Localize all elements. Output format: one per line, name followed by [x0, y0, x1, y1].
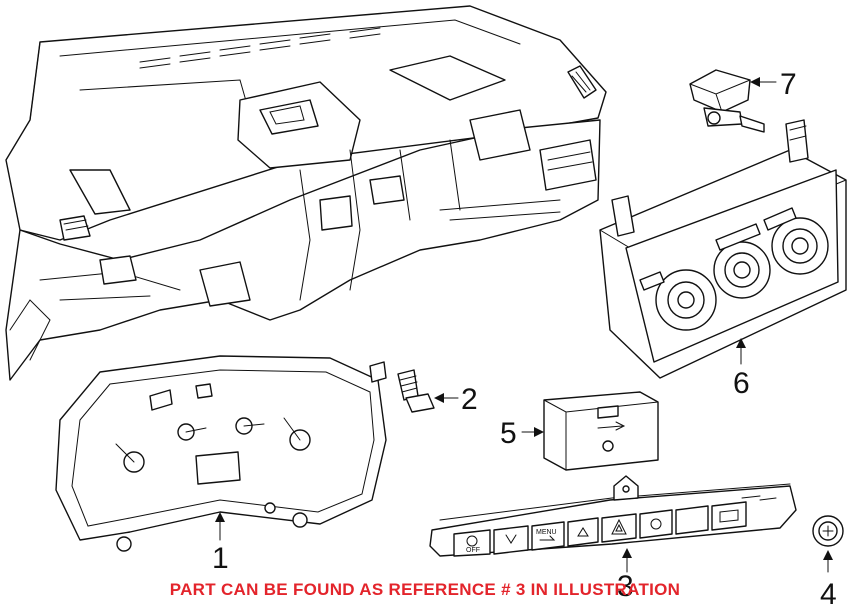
- part-7-sensor: [689, 69, 765, 133]
- part-4-cap: [812, 515, 844, 547]
- callout-1: 1: [212, 542, 229, 575]
- part-1-instrument-cluster: [55, 355, 387, 552]
- part-6-climate-control: [599, 119, 847, 379]
- callout-6: 6: [733, 367, 750, 400]
- menu-button-label: MENU: [536, 529, 557, 536]
- leader-7: [750, 77, 777, 87]
- instrument-panel-illustration: [5, 5, 607, 381]
- callout-7: 7: [780, 68, 797, 101]
- callout-3: 3: [617, 570, 634, 603]
- leader-6: [736, 338, 746, 365]
- part-2-screw: [397, 369, 435, 413]
- part-5-usb-module: [543, 391, 659, 471]
- leader-5: [521, 427, 544, 437]
- callout-5: 5: [500, 417, 517, 450]
- leader-2: [434, 393, 459, 403]
- leader-4: [823, 550, 833, 573]
- leader-1: [215, 512, 225, 541]
- callout-2: 2: [461, 383, 478, 416]
- callout-4: 4: [820, 578, 837, 608]
- part-3-switch-bank: OFF MENU: [429, 475, 797, 557]
- part-reference-notice: PART CAN BE FOUND AS REFERENCE # 3 IN IL…: [169, 580, 681, 599]
- off-button-label: OFF: [466, 547, 480, 554]
- leader-3: [622, 548, 632, 573]
